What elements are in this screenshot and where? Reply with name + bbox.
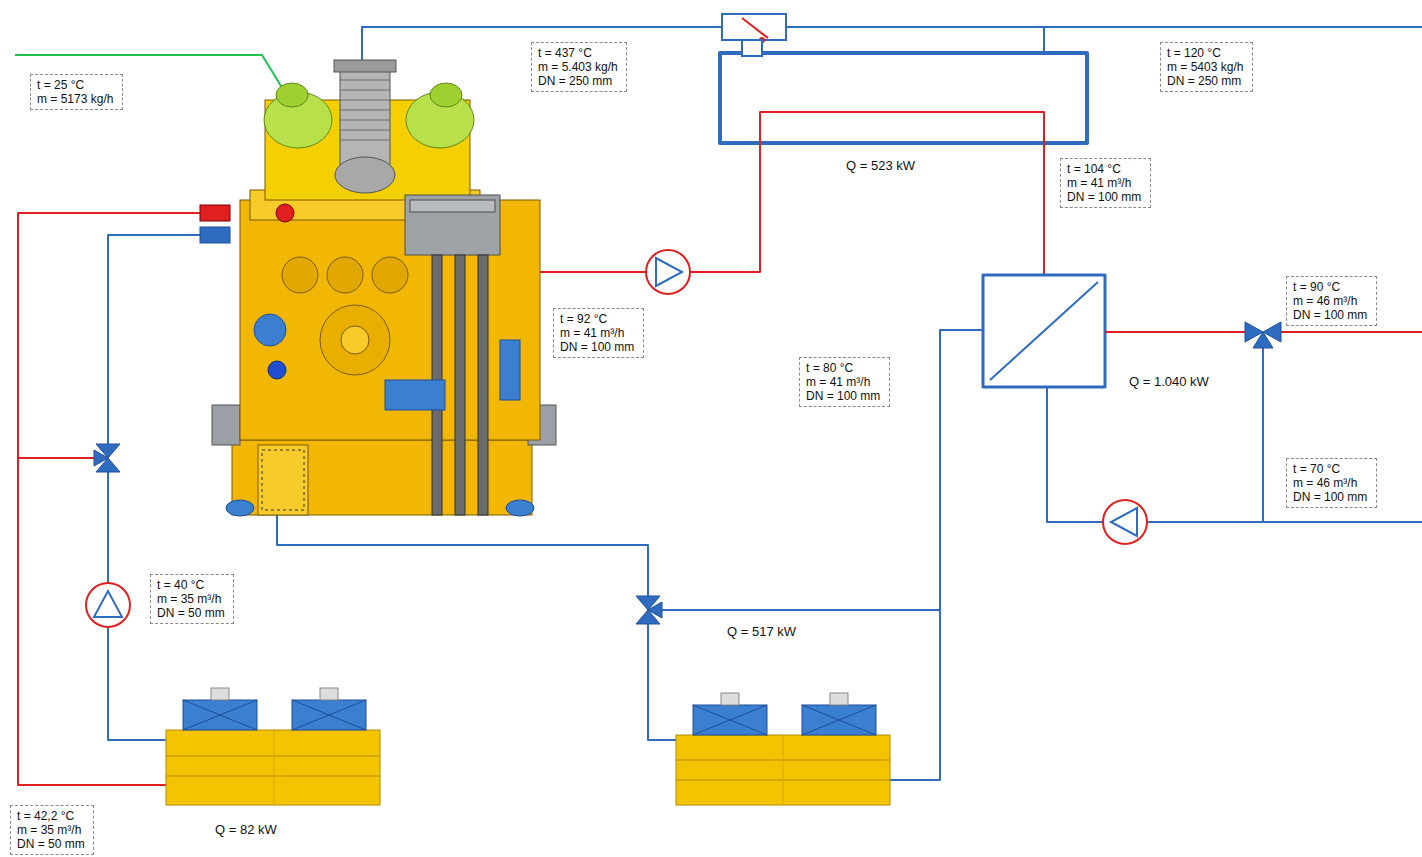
data-box: t = 80 °Cm = 41 m³/hDN = 100 mm [799, 357, 890, 407]
data-row: m = 41 m³/h [806, 375, 883, 389]
data-row: t = 25 °C [37, 78, 116, 92]
data-box: t = 104 °Cm = 41 m³/hDN = 100 mm [1060, 158, 1151, 208]
data-row: t = 104 °C [1067, 162, 1144, 176]
data-row: t = 70 °C [1293, 462, 1370, 476]
data-row: t = 437 °C [538, 46, 620, 60]
data-row: DN = 100 mm [1293, 308, 1370, 322]
data-row: DN = 100 mm [1067, 190, 1144, 204]
data-row: DN = 250 mm [538, 74, 620, 88]
data-row: t = 40 °C [157, 578, 227, 592]
data-row: DN = 50 mm [17, 837, 87, 851]
data-box: t = 42,2 °Cm = 35 m³/hDN = 50 mm [10, 805, 94, 855]
data-row: DN = 100 mm [806, 389, 883, 403]
heat-flow-label: Q = 523 kW [843, 158, 918, 174]
data-row: t = 90 °C [1293, 280, 1370, 294]
data-row: DN = 100 mm [1293, 490, 1370, 504]
data-box: t = 40 °Cm = 35 m³/hDN = 50 mm [150, 574, 234, 624]
data-box: t = 120 °Cm = 5403 kg/hDN = 250 mm [1160, 42, 1253, 92]
heat-flow-label: Q = 82 kW [212, 822, 280, 838]
data-row: t = 80 °C [806, 361, 883, 375]
heat-flow-label: Q = 517 kW [724, 624, 799, 640]
data-row: m = 41 m³/h [560, 326, 637, 340]
heat-flow-label: Q = 1.040 kW [1126, 374, 1212, 390]
data-row: DN = 250 mm [1167, 74, 1246, 88]
data-row: m = 35 m³/h [157, 592, 227, 606]
data-row: m = 5173 kg/h [37, 92, 116, 106]
data-box: t = 25 °Cm = 5173 kg/h [30, 74, 123, 110]
data-row: m = 35 m³/h [17, 823, 87, 837]
data-row: DN = 50 mm [157, 606, 227, 620]
data-row: m = 46 m³/h [1293, 294, 1370, 308]
data-row: m = 5.403 kg/h [538, 60, 620, 74]
data-row: t = 42,2 °C [17, 809, 87, 823]
data-box: t = 70 °Cm = 46 m³/hDN = 100 mm [1286, 458, 1377, 508]
data-row: m = 41 m³/h [1067, 176, 1144, 190]
data-row: t = 120 °C [1167, 46, 1246, 60]
data-row: m = 5403 kg/h [1167, 60, 1246, 74]
data-row: m = 46 m³/h [1293, 476, 1370, 490]
data-row: t = 92 °C [560, 312, 637, 326]
data-box: t = 437 °Cm = 5.403 kg/hDN = 250 mm [531, 42, 627, 92]
data-box: t = 92 °Cm = 41 m³/hDN = 100 mm [553, 308, 644, 358]
data-row: DN = 100 mm [560, 340, 637, 354]
data-box: t = 90 °Cm = 46 m³/hDN = 100 mm [1286, 276, 1377, 326]
